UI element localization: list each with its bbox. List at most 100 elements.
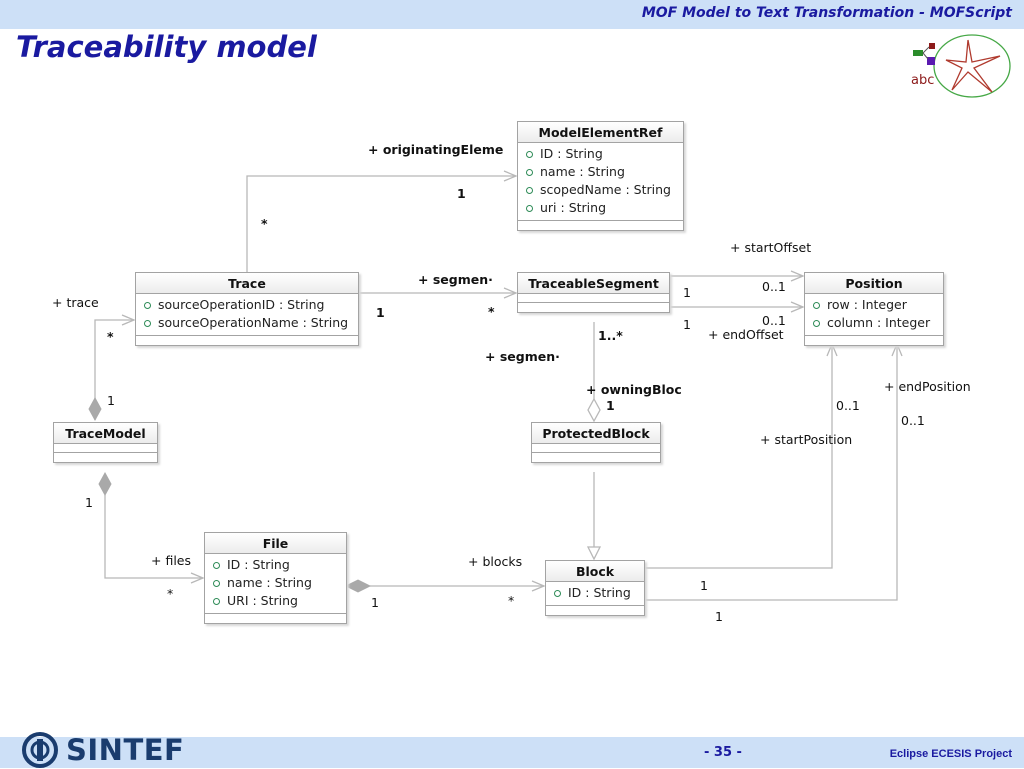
multiplicity: 1 [107, 393, 115, 408]
attribute: ID : String [546, 584, 644, 602]
class-name: File [205, 533, 346, 554]
public-visibility-icon [144, 301, 151, 309]
sintef-logo-icon [22, 732, 58, 768]
attribute-text: name : String [540, 164, 625, 179]
class-operations [805, 336, 943, 345]
role-originating: + originatingEleme [368, 142, 504, 157]
class-name: TraceableSegment [518, 273, 669, 294]
class-name: Trace [136, 273, 358, 294]
attribute-text: scopedName : String [540, 182, 671, 197]
public-visibility-icon [144, 319, 151, 327]
attribute: URI : String [205, 592, 346, 610]
multiplicity: * [167, 586, 174, 601]
class-tracemodel: TraceModel [53, 422, 158, 463]
attribute: ID : String [518, 145, 683, 163]
multiplicity: 0..1 [836, 398, 860, 413]
public-visibility-icon [526, 168, 533, 176]
multiplicity: * [107, 329, 114, 344]
aggregation-diamond [587, 397, 601, 423]
multiplicity: 1 [606, 398, 615, 413]
role-startoffset: + startOffset [730, 240, 812, 255]
composition-diamond-block [344, 579, 372, 593]
attribute: sourceOperationID : String [136, 296, 358, 314]
attribute-text: URI : String [227, 593, 298, 608]
class-block: Block ID : String [545, 560, 645, 616]
edge-tracemodel-file [104, 495, 203, 579]
public-visibility-icon [554, 589, 561, 597]
composition-diamond-trace [88, 396, 102, 422]
class-attributes [54, 444, 157, 453]
public-visibility-icon [526, 186, 533, 194]
sintef-logo: SINTEF [20, 731, 184, 769]
class-operations [532, 453, 660, 462]
footer-bar [0, 737, 1024, 768]
role-segment-top: + segmen· [418, 272, 493, 287]
class-attributes: ID : String name : String scopedName : S… [518, 143, 683, 221]
class-name: Position [805, 273, 943, 294]
attribute-text: sourceOperationName : String [158, 315, 349, 330]
multiplicity: * [261, 216, 268, 231]
class-trace: Trace sourceOperationID : String sourceO… [135, 272, 359, 346]
class-operations [54, 453, 157, 462]
attribute-text: ID : String [540, 146, 603, 161]
multiplicity: 1 [457, 186, 466, 201]
multiplicity: 0..1 [762, 313, 786, 328]
class-modelelementref: ModelElementRef ID : String name : Strin… [517, 121, 684, 231]
attribute: sourceOperationName : String [136, 314, 358, 332]
class-attributes: sourceOperationID : String sourceOperati… [136, 294, 358, 336]
role-trace: + trace [52, 295, 99, 310]
attribute-text: row : Integer [827, 297, 907, 312]
class-attributes: ID : String [546, 582, 644, 606]
role-blocks: + blocks [468, 554, 523, 569]
role-endposition: + endPosition [884, 379, 971, 394]
attribute: row : Integer [805, 296, 943, 314]
class-attributes [532, 444, 660, 453]
sintef-logo-text: SINTEF [66, 733, 185, 767]
class-operations [518, 221, 683, 230]
attribute: uri : String [518, 199, 683, 217]
attribute-text: sourceOperationID : String [158, 297, 325, 312]
public-visibility-icon [813, 319, 820, 327]
multiplicity: 1..* [598, 328, 623, 343]
class-operations [546, 606, 644, 615]
multiplicity: * [508, 593, 515, 608]
role-segment-mid: + segmen· [485, 349, 560, 364]
class-name: ProtectedBlock [532, 423, 660, 444]
class-attributes: row : Integer column : Integer [805, 294, 943, 336]
slide-title: Traceability model [16, 30, 317, 64]
public-visibility-icon [813, 301, 820, 309]
multiplicity: 1 [371, 595, 379, 610]
class-operations [205, 614, 346, 623]
class-protectedblock: ProtectedBlock [531, 422, 661, 463]
public-visibility-icon [526, 150, 533, 158]
header-title: MOF Model to Text Transformation - MOFSc… [641, 5, 1012, 21]
edge-startposition [645, 344, 833, 569]
class-attributes: ID : String name : String URI : String [205, 554, 346, 614]
footer-project: Eclipse ECESIS Project [889, 748, 1012, 760]
attribute-text: name : String [227, 575, 312, 590]
composition-diamond-file [98, 471, 112, 497]
edge-tracemodel-trace [94, 319, 134, 420]
role-startposition: + startPosition [760, 432, 853, 447]
attribute: name : String [518, 163, 683, 181]
class-traceablesegment: TraceableSegment [517, 272, 670, 313]
multiplicity: 1 [683, 285, 691, 300]
multiplicity: 0..1 [762, 279, 786, 294]
edge-endposition [645, 344, 898, 601]
multiplicity: 1 [683, 317, 691, 332]
attribute-text: uri : String [540, 200, 606, 215]
generalization-triangle [586, 546, 602, 561]
multiplicity: 1 [715, 609, 723, 624]
attribute-text: ID : String [227, 557, 290, 572]
page-number: - 35 - [704, 745, 742, 760]
public-visibility-icon [213, 561, 220, 569]
class-name: ModelElementRef [518, 122, 683, 143]
attribute: column : Integer [805, 314, 943, 332]
class-attributes [518, 294, 669, 303]
class-file: File ID : String name : String URI : Str… [204, 532, 347, 624]
attribute-text: column : Integer [827, 315, 931, 330]
role-endoffset: + endOffset [708, 327, 784, 342]
multiplicity: * [488, 304, 495, 319]
public-visibility-icon [213, 597, 220, 605]
